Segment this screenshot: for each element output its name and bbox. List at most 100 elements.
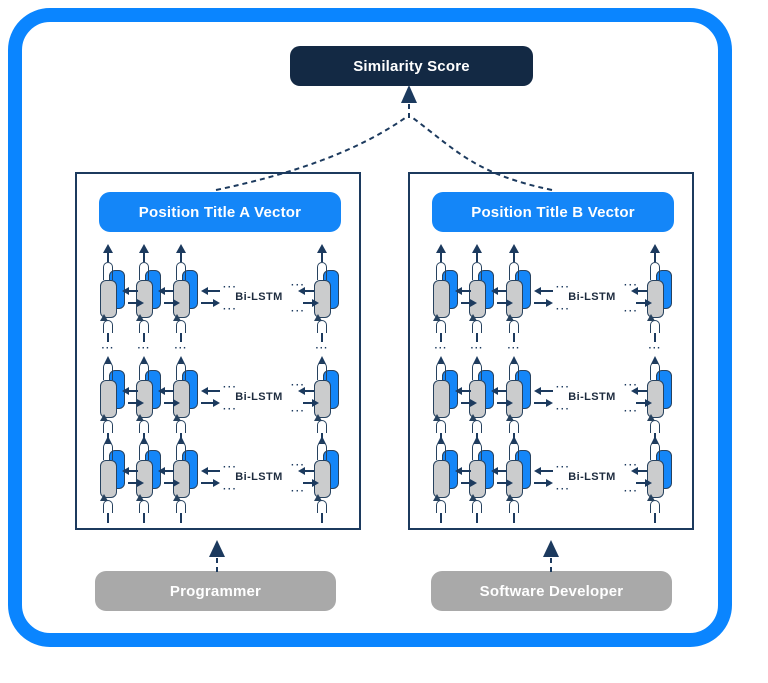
ellipsis-dots: ··· xyxy=(624,406,639,417)
backward-flow-arrow xyxy=(534,387,553,395)
backward-flow-arrow xyxy=(631,467,647,475)
forward-flow-arrow xyxy=(461,399,477,407)
recurrent-loop-top xyxy=(103,442,113,460)
bilstm-cell xyxy=(136,244,164,342)
output-arrowhead-icon xyxy=(509,244,519,253)
recurrent-loop-bottom xyxy=(472,320,482,333)
backward-flow-arrow xyxy=(158,467,174,475)
forward-flow-arrow xyxy=(164,479,180,487)
forward-flow-arrow xyxy=(534,399,553,407)
backward-flow-arrow xyxy=(534,287,553,295)
input-line xyxy=(143,513,145,523)
recurrent-loop-top xyxy=(139,262,149,280)
recurrent-loop-top xyxy=(650,362,660,380)
recurrent-loop-bottom xyxy=(650,500,660,513)
input-line xyxy=(513,333,515,342)
backward-flow-arrow xyxy=(201,467,220,475)
loop-arrowhead-icon xyxy=(647,314,655,321)
recurrent-loop-bottom xyxy=(317,500,327,513)
forward-flow-arrow xyxy=(497,479,513,487)
recurrent-loop-bottom xyxy=(436,420,446,433)
ellipsis-dots: ··· xyxy=(291,460,306,471)
forward-flow-arrow xyxy=(201,479,220,487)
loop-arrowhead-icon xyxy=(506,494,514,501)
loop-arrowhead-icon xyxy=(136,494,144,501)
bilstm-cell xyxy=(433,244,461,342)
forward-flow-arrow xyxy=(636,399,652,407)
recurrent-loop-top xyxy=(176,262,186,280)
recurrent-loop-bottom xyxy=(139,420,149,433)
forward-flow-arrow xyxy=(201,399,220,407)
recurrent-loop-top xyxy=(139,362,149,380)
layer-arrowhead-icon xyxy=(437,356,445,364)
backward-flow-arrow xyxy=(455,467,471,475)
recurrent-loop-bottom xyxy=(509,500,519,513)
lstm-block-gray xyxy=(100,460,117,498)
forward-flow-arrow xyxy=(497,399,513,407)
loop-arrowhead-icon xyxy=(314,314,322,321)
loop-arrowhead-icon xyxy=(647,414,655,421)
recurrent-loop-top xyxy=(103,262,113,280)
forward-flow-arrow xyxy=(303,399,319,407)
recurrent-loop-top xyxy=(509,442,519,460)
panel-b-header: Position Title B Vector xyxy=(432,192,674,232)
ellipsis-dots: ··· xyxy=(291,306,306,317)
input-line xyxy=(321,333,323,342)
loop-arrowhead-icon xyxy=(469,414,477,421)
similarity-score-box: Similarity Score xyxy=(290,46,533,86)
recurrent-loop-bottom xyxy=(436,500,446,513)
recurrent-loop-bottom xyxy=(650,420,660,433)
ellipsis-dots: ··· xyxy=(556,462,571,473)
ellipsis-dots: ··· xyxy=(291,280,306,291)
ellipsis-dots: ··· xyxy=(556,304,571,315)
layer-arrowhead-icon xyxy=(651,436,659,444)
bilstm-label: Bi-LSTM xyxy=(568,471,616,483)
input-line xyxy=(180,513,182,523)
ellipsis-dots: ··· xyxy=(624,486,639,497)
output-arrowhead-icon xyxy=(472,244,482,253)
input-line xyxy=(440,513,442,523)
forward-flow-arrow xyxy=(461,479,477,487)
backward-flow-arrow xyxy=(158,387,174,395)
ellipsis-dots: ··· xyxy=(624,380,639,391)
ellipsis-dots: ··· xyxy=(315,343,329,354)
recurrent-loop-bottom xyxy=(317,420,327,433)
forward-flow-arrow xyxy=(303,479,319,487)
lstm-block-gray xyxy=(433,380,450,418)
layer-arrowhead-icon xyxy=(140,356,148,364)
panel-a-header-label: Position Title A Vector xyxy=(138,203,302,221)
recurrent-loop-bottom xyxy=(317,320,327,333)
layer-arrowhead-icon xyxy=(318,356,326,364)
layer-arrowhead-icon xyxy=(473,356,481,364)
loop-arrowhead-icon xyxy=(173,494,181,501)
recurrent-loop-top xyxy=(176,362,186,380)
forward-flow-arrow xyxy=(636,479,652,487)
bilstm-label: Bi-LSTM xyxy=(235,291,283,303)
bilstm-cell xyxy=(136,436,164,523)
output-arrow-line xyxy=(440,252,442,262)
input-line xyxy=(654,513,656,523)
backward-flow-arrow xyxy=(122,287,138,295)
backward-flow-arrow xyxy=(491,467,507,475)
similarity-score-label: Similarity Score xyxy=(353,57,470,75)
recurrent-loop-bottom xyxy=(509,320,519,333)
output-arrow-line xyxy=(513,252,515,262)
lstm-block-gray xyxy=(433,280,450,318)
recurrent-loop-top xyxy=(103,362,113,380)
ellipsis-dots: ··· xyxy=(434,343,448,354)
bilstm-cell xyxy=(647,436,675,523)
input-line xyxy=(476,513,478,523)
input-line xyxy=(654,333,656,342)
ellipsis-dots: ··· xyxy=(556,404,571,415)
loop-arrowhead-icon xyxy=(136,314,144,321)
backward-flow-arrow xyxy=(455,387,471,395)
recurrent-loop-bottom xyxy=(650,320,660,333)
backward-flow-arrow xyxy=(201,387,220,395)
backward-flow-arrow xyxy=(631,287,647,295)
recurrent-loop-top xyxy=(472,362,482,380)
output-arrowhead-icon xyxy=(103,244,113,253)
layer-arrowhead-icon xyxy=(318,436,326,444)
ellipsis-dots: ··· xyxy=(470,343,484,354)
ellipsis-dots: ··· xyxy=(556,484,571,495)
input-line xyxy=(476,333,478,342)
